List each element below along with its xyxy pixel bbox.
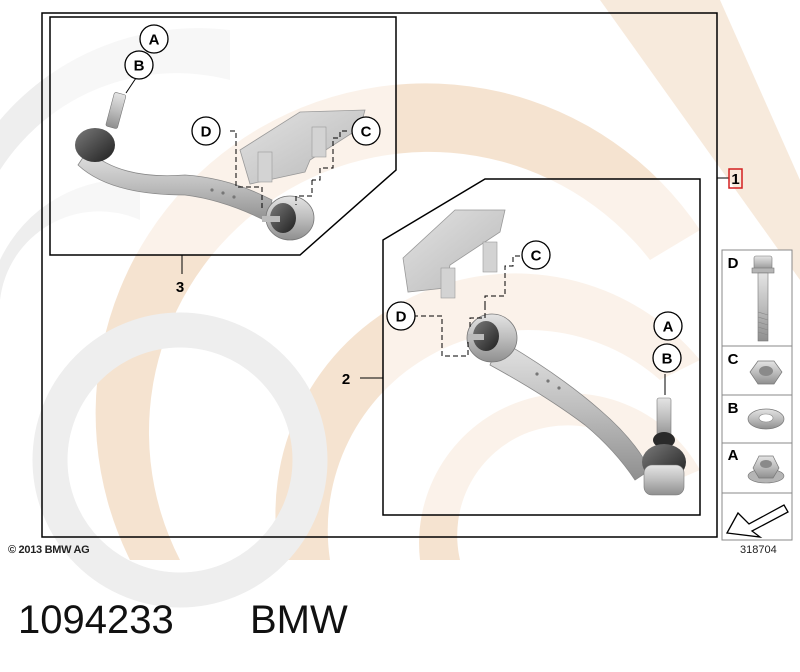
callout-lower-d: D (386, 301, 416, 331)
callout-lower-c: C (521, 240, 551, 270)
callout-lower-b: B (652, 343, 682, 373)
svg-text:C: C (531, 248, 542, 265)
legend-item-d: D (728, 255, 775, 342)
parts-legend: D C B (721, 249, 793, 541)
callout-lower-a: A (653, 311, 683, 341)
svg-text:A: A (663, 319, 674, 336)
legend-item-a: A (728, 447, 785, 484)
bolt-icon (751, 255, 775, 342)
image-number: 318704 (740, 544, 777, 556)
svg-text:C: C (361, 124, 372, 141)
callout-upper-c: C (351, 116, 381, 146)
part-number: 1094233 (18, 598, 174, 642)
svg-text:D: D (201, 124, 212, 141)
svg-text:D: D (728, 255, 739, 272)
svg-text:B: B (728, 400, 739, 417)
item-number-3: 3 (176, 279, 184, 296)
lower-leader-lines (413, 255, 666, 395)
svg-text:B: B (662, 351, 673, 368)
svg-text:D: D (396, 309, 407, 326)
legend-item-b: B (728, 400, 785, 430)
kit-frame (41, 12, 718, 538)
lower-control-arm (402, 209, 686, 496)
item-number-1: 1 (728, 168, 743, 189)
washer-icon (747, 408, 785, 430)
callout-upper-b: B (124, 50, 154, 80)
arrow-pointer-icon (725, 504, 789, 538)
brand-label: BMW (250, 598, 348, 642)
upper-leader-lines (125, 77, 347, 210)
flange-nut-icon (747, 455, 785, 484)
svg-text:1: 1 (731, 171, 739, 188)
svg-text:A: A (728, 447, 739, 464)
svg-text:C: C (728, 351, 739, 368)
upper-control-arm (75, 92, 366, 241)
svg-text:A: A (149, 32, 160, 49)
svg-text:B: B (134, 58, 145, 75)
item-number-2: 2 (342, 371, 350, 388)
copyright: © 2013 BMW AG (8, 544, 89, 556)
item-number-leaders (181, 177, 729, 379)
legend-item-c: C (728, 351, 783, 385)
callout-upper-a: A (139, 24, 169, 54)
nut-icon (749, 360, 783, 385)
callout-upper-d: D (191, 116, 221, 146)
